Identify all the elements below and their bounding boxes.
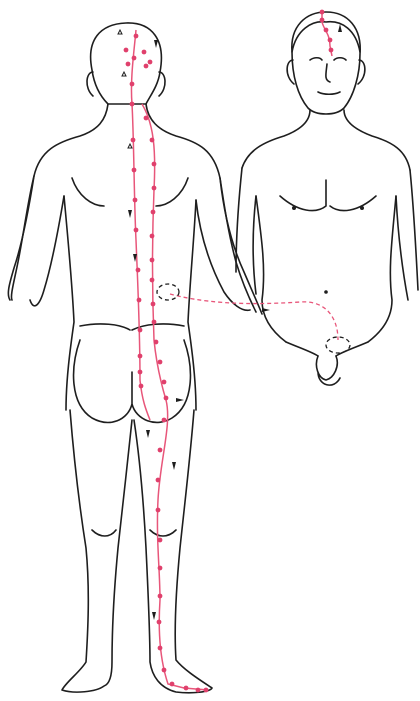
arrow-down-icon — [152, 612, 156, 620]
acupoint-dot — [196, 688, 201, 693]
acupoint-dot — [136, 268, 141, 273]
acupoint-dot — [151, 302, 156, 307]
back-left-leg — [62, 410, 132, 692]
acupoint-dot — [131, 138, 136, 143]
acupoint-dot — [150, 278, 155, 283]
back-knees — [92, 530, 176, 536]
acupoint-dot — [132, 56, 137, 61]
acupoint-dot — [138, 354, 143, 359]
acupoint-dot — [139, 384, 144, 389]
acupoint-dot — [142, 50, 147, 55]
acupoint-dot — [156, 478, 161, 483]
acupoint-dot — [150, 258, 155, 263]
front-chest — [280, 180, 376, 211]
acupoint-dot — [158, 448, 163, 453]
front-neck-shoulders — [242, 110, 410, 170]
connecting-dashed-meridian — [170, 294, 338, 340]
acupoint-dot — [150, 234, 155, 239]
acupoint-dot — [184, 686, 189, 691]
acupoint-dot — [124, 48, 129, 53]
acupoint-dot — [130, 82, 135, 87]
acupoint-dot — [204, 688, 209, 693]
acupoint-dot — [158, 646, 163, 651]
back-left-arm — [8, 176, 64, 306]
acupoint-dot — [144, 116, 149, 121]
acupoint-dot — [154, 340, 159, 345]
front-right-arm — [396, 170, 418, 300]
acupoint-dot — [152, 186, 157, 191]
acupoint-dot — [320, 10, 325, 15]
acupoint-dot — [158, 566, 163, 571]
front-head — [292, 12, 360, 114]
acupoint-dot — [152, 162, 157, 167]
back-left-ear — [87, 72, 93, 96]
front-navel — [324, 290, 328, 294]
triangle-marker-icon — [128, 144, 132, 148]
front-right-nipple — [360, 206, 364, 210]
acupoint-dot — [132, 168, 137, 173]
arrow-down-icon — [146, 430, 150, 438]
acupoint-dot — [134, 228, 139, 233]
back-shoulder-blades — [72, 178, 188, 206]
acupoint-dot — [329, 48, 334, 53]
back-waist — [80, 324, 184, 330]
arrow-down-icon — [172, 462, 176, 470]
front-torso — [256, 196, 396, 342]
acupoint-dot — [150, 138, 155, 143]
acupoint-dot — [158, 594, 163, 599]
acupoint-dot — [138, 328, 143, 333]
back-right-leg — [134, 410, 212, 693]
acupoint-dot — [126, 62, 131, 67]
acupoint-dot — [152, 320, 157, 325]
acupoint-dot — [157, 620, 162, 625]
acupoint-dot — [162, 418, 167, 423]
arrow-down-icon — [128, 210, 132, 218]
acupoint-dot — [144, 64, 149, 69]
acupoint-dot — [164, 396, 169, 401]
arrow-right-icon — [176, 398, 184, 402]
back-dashed-loop — [157, 284, 179, 300]
acupoint-dot — [133, 198, 138, 203]
acupoint-dot — [158, 360, 163, 365]
bladder-meridian — [142, 104, 208, 690]
front-left-nipple — [292, 206, 296, 210]
back-torso-sides — [64, 196, 196, 410]
acupoint-dot — [162, 380, 167, 385]
acupoint-dot — [328, 38, 333, 43]
acupoint-dot — [162, 668, 167, 673]
acupoint-dot — [130, 102, 135, 107]
front-genitals — [316, 356, 340, 385]
acupoint-dot — [320, 18, 325, 23]
back-buttocks — [74, 340, 191, 422]
back-view-figure — [8, 23, 262, 693]
acupoint-dot — [148, 60, 153, 65]
acupoint-dot — [134, 34, 139, 39]
acupoint-dot — [156, 508, 161, 513]
acupoint-dot — [137, 298, 142, 303]
front-pelvis — [286, 342, 368, 356]
acupoint-dot — [158, 538, 163, 543]
acupoint-dot — [324, 28, 329, 33]
front-view-figure — [236, 12, 418, 385]
back-right-arm — [196, 178, 262, 314]
acupoint-dot — [151, 210, 156, 215]
acupoint-dot — [170, 682, 175, 687]
arrow-right-icon — [262, 308, 270, 312]
acupoint-dot — [138, 370, 143, 375]
